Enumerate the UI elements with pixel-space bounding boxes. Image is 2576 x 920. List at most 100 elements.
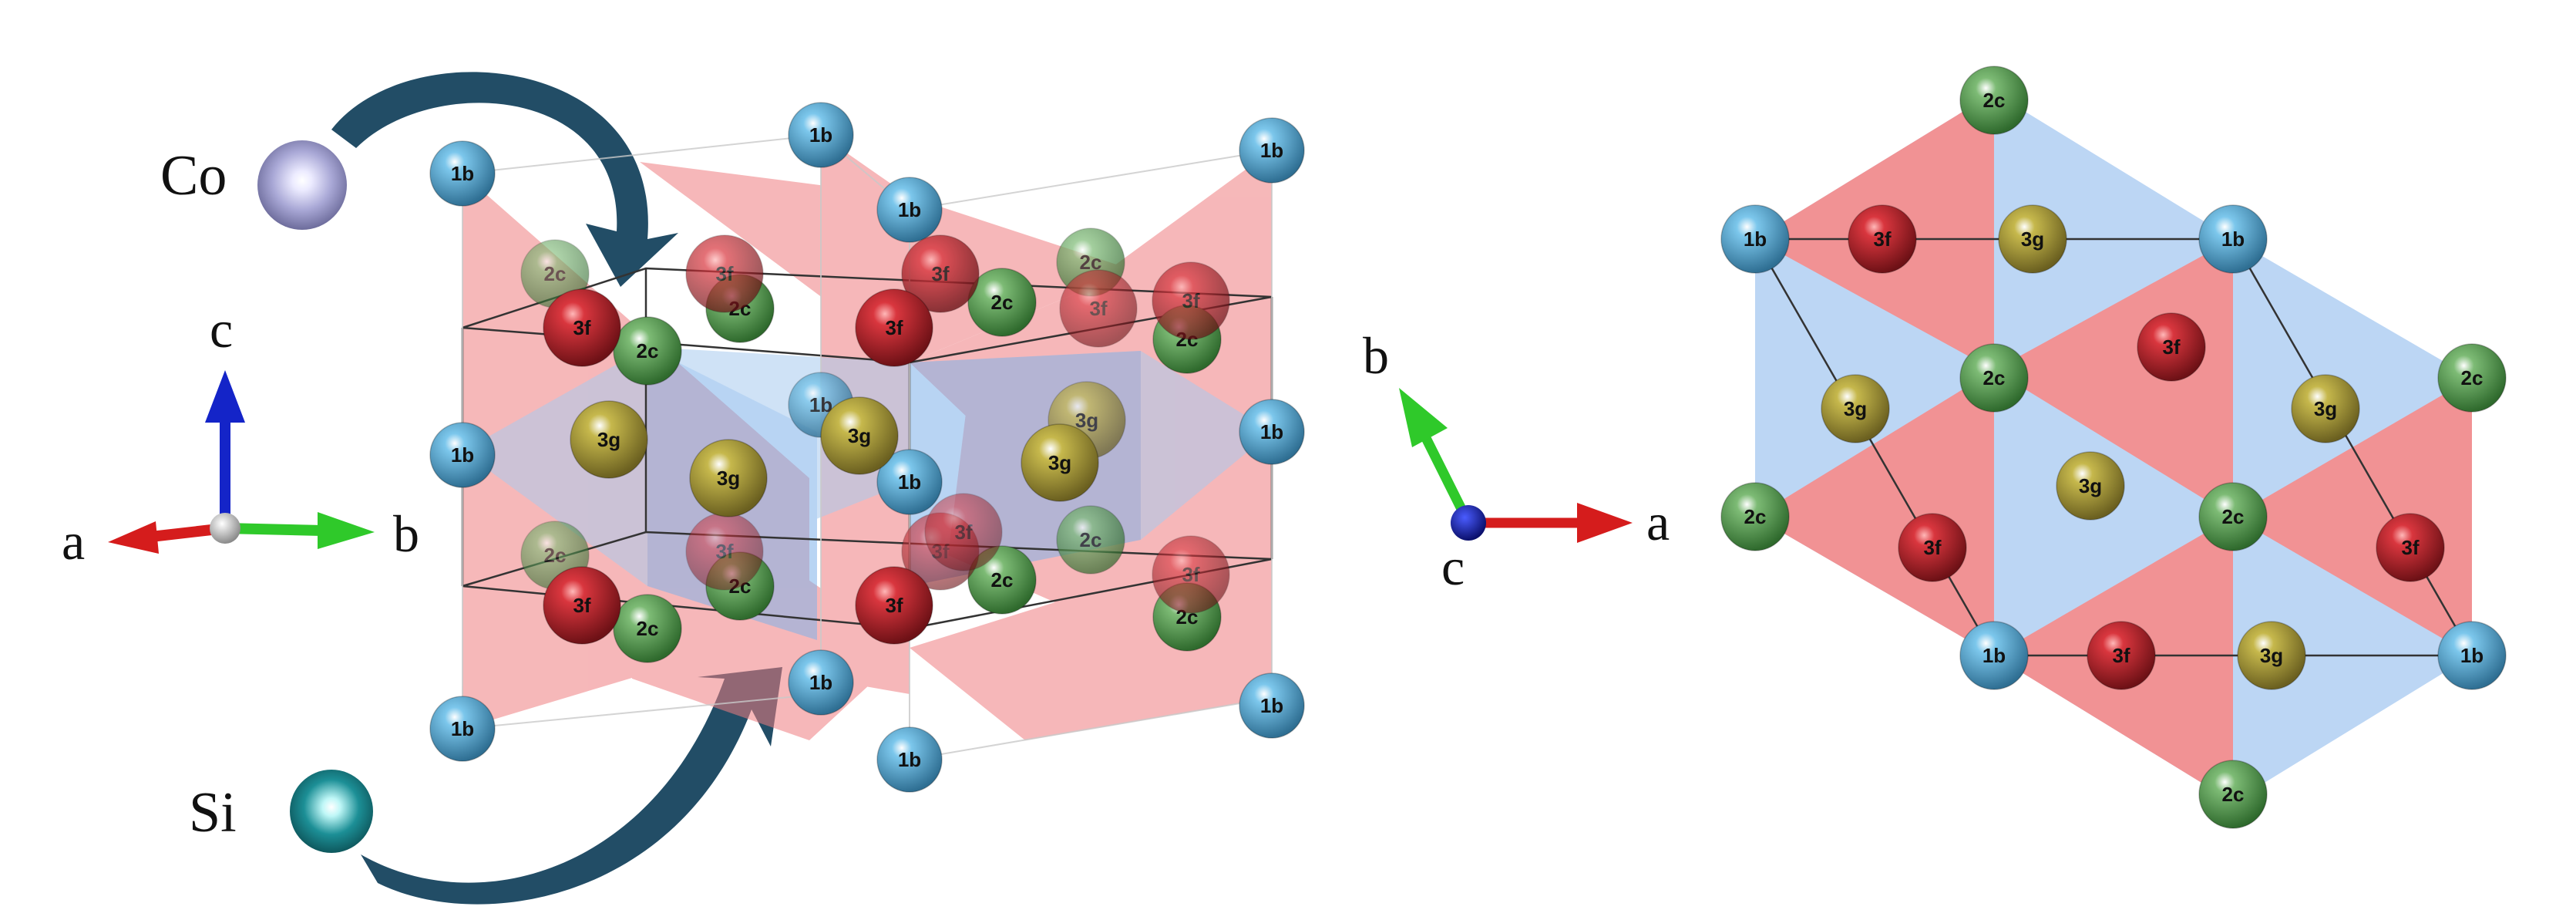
atom-sphere [570, 400, 648, 479]
atom-sphere [1239, 117, 1305, 184]
atom-sphere [2137, 312, 2206, 382]
atom-site-label: 3f [954, 521, 972, 544]
atom-3f: 3f [901, 234, 980, 313]
atom-1b: 1b [2437, 621, 2507, 690]
co-curved-arrow [331, 72, 678, 287]
atom-2c: 2c [2198, 482, 2268, 551]
atom-1b: 1b [429, 140, 496, 207]
atom-3g: 3g [1021, 423, 1099, 502]
atom-sphere [2198, 204, 2268, 274]
atom-2c: 2c [1959, 343, 2029, 413]
atom-site-label: 3g [1844, 397, 1867, 420]
atom-sphere [2237, 621, 2306, 690]
atom-sphere [2056, 451, 2125, 521]
atom-site-label: 2c [1983, 366, 2006, 389]
legend: Co Si [160, 140, 373, 853]
atom-site-label: 1b [451, 443, 474, 467]
atom-1b: 1b [429, 422, 496, 488]
atom-site-label: 3g [597, 428, 620, 451]
atom-sphere [2437, 343, 2507, 413]
atom-sphere [1720, 204, 1790, 274]
atom-sphere [2291, 374, 2360, 443]
atom-3g: 3g [570, 400, 648, 479]
atom-site-label: 2c [1983, 89, 2006, 112]
atom-sphere [1059, 269, 1138, 348]
atom-site-label: 1b [451, 162, 474, 185]
atom-sphere [820, 396, 899, 475]
atom-site-label: 2c [1080, 251, 1102, 274]
atom-site-label: 1b [898, 748, 921, 771]
atom-site-label: 3f [1182, 563, 1199, 586]
atom-3f: 3f [2137, 312, 2206, 382]
atom-sphere [613, 316, 682, 386]
perspective-atoms: 1b1b1b1b1b1b1b1b1b1b1b1b2c2c2c2c2c2c2c2c… [429, 102, 1305, 793]
atom-site-label: 3f [2401, 536, 2419, 559]
atom-site-label: 1b [1744, 227, 1767, 251]
atom-sphere [1021, 423, 1099, 502]
atom-3f: 3f [2376, 513, 2445, 582]
atom-site-label: 3f [1182, 289, 1199, 312]
atom-2c: 2c [1959, 66, 2029, 135]
atom-sphere [1848, 204, 1917, 274]
atom-1b: 1b [1959, 621, 2029, 690]
atom-3f: 3f [1848, 204, 1917, 274]
atom-sphere [1821, 374, 1890, 443]
atom-3f: 3f [543, 566, 621, 645]
legend-si-label: Si [189, 781, 237, 844]
atom-sphere [1959, 66, 2029, 135]
c-axis-dot [1451, 505, 1486, 541]
atom-3f: 3f [855, 566, 933, 645]
legend-si-atom [290, 770, 373, 853]
atom-sphere [1056, 505, 1125, 575]
atom-sphere [1959, 343, 2029, 413]
atom-site-label: 1b [1260, 420, 1283, 443]
atom-sphere [1152, 261, 1230, 340]
atom-3f: 3f [685, 512, 764, 591]
atom-site-label: 3g [848, 424, 871, 447]
atom-1b: 1b [876, 177, 943, 243]
atom-1b: 1b [2198, 204, 2268, 274]
atom-sphere [967, 268, 1037, 337]
atom-site-label: 3g [1048, 451, 1071, 474]
atom-2c: 2c [1720, 482, 1790, 551]
atom-site-label: 2c [544, 544, 567, 567]
atom-site-label: 1b [2221, 227, 2245, 251]
atom-site-label: 1b [1260, 139, 1283, 162]
left-axes: c b a [62, 300, 419, 571]
atom-site-label: 2c [637, 339, 659, 362]
perspective-structure: 1b1b1b1b1b1b1b1b1b1b1b1b2c2c2c2c2c2c2c2c… [429, 102, 1305, 793]
atom-sphere [2198, 760, 2268, 829]
atom-sphere [1720, 482, 1790, 551]
atom-site-label: 3f [1089, 297, 1107, 320]
atom-sphere [876, 449, 943, 515]
atom-site-label: 2c [544, 262, 567, 285]
atom-sphere [1152, 535, 1230, 614]
atom-sphere [788, 102, 854, 168]
atom-2c: 2c [2437, 343, 2507, 413]
atom-sphere [1959, 621, 2029, 690]
plan-red-triangles [1755, 93, 2472, 802]
atom-site-label: 3f [573, 594, 590, 617]
atom-2c: 2c [613, 594, 682, 663]
atom-sphere [2437, 621, 2507, 690]
atom-sphere [689, 439, 768, 517]
left-axis-c-label: c [210, 300, 233, 359]
atom-site-label: 3g [2314, 397, 2337, 420]
atom-1b: 1b [876, 726, 943, 793]
legend-co-atom [257, 140, 347, 230]
atom-site-label: 1b [451, 717, 474, 740]
atom-sphere [1998, 204, 2067, 274]
atom-2c: 2c [2198, 760, 2268, 829]
atom-site-label: 3f [715, 262, 733, 285]
atom-sphere [429, 422, 496, 488]
atom-sphere [1239, 672, 1305, 739]
atom-site-label: 2c [1744, 505, 1767, 528]
atom-site-label: 3f [2162, 335, 2180, 359]
atom-site-label: 2c [1080, 528, 1102, 551]
atom-3f: 3f [924, 493, 1003, 571]
atom-site-label: 3f [573, 316, 590, 339]
atom-3f: 3f [1059, 269, 1138, 348]
atom-site-label: 2c [637, 617, 659, 640]
atom-site-label: 3f [2112, 644, 2130, 667]
